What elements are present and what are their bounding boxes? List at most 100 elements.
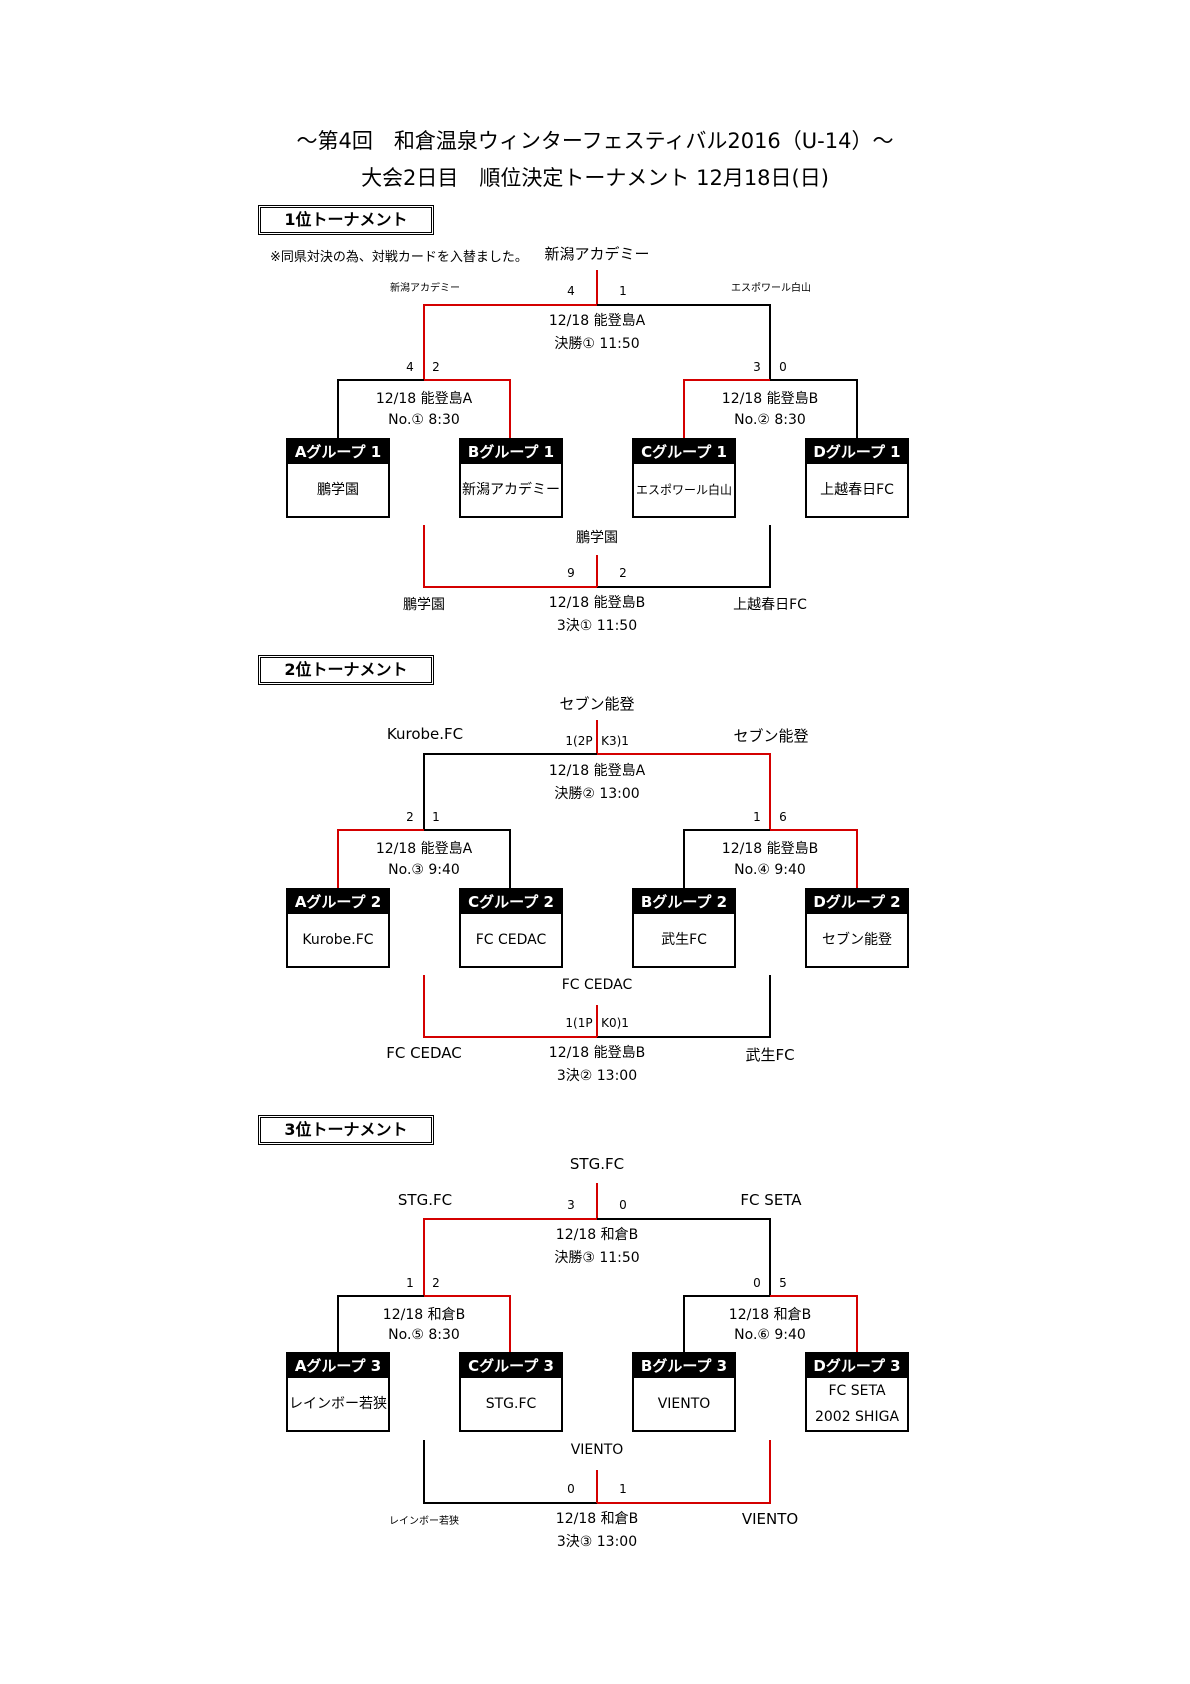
t1-sf1-score-left: 4 [406,360,414,374]
t3-sf2-date-venue: 12/18 和倉B [728,1307,812,1323]
t2-sf1-score-right: 1 [432,810,440,824]
t1-third-score-right: 2 [619,566,627,580]
t1-note: ※同県対決の為、対戦カードを入替ました。 [270,250,528,265]
t2-sf2-score-right: 6 [779,810,787,824]
t3-final-date-venue: 12/18 和倉B [555,1227,639,1243]
t2-sf1-right-line [424,829,511,895]
t1-heading: 1位トーナメント [258,205,434,235]
t3-sf1-left-line [337,1295,424,1359]
t1-sf1-right-line [424,379,511,445]
t1-final-score-left: 4 [567,284,575,298]
group-team-line2: 2002 SHIGA [814,1409,900,1425]
t2-champion: セブン能登 [559,695,635,713]
t3-group-box-a: Aグループ 3位 レインボー若狭 [286,1352,390,1432]
t2-sf2-score-left: 1 [753,810,761,824]
t3-sf1-no-time: No.⑤ 8:30 [388,1327,460,1343]
group-label: Bグループ 1位 [461,440,561,485]
t3-sf2-score-left: 0 [753,1276,761,1290]
t2-final-score: 1(2P [565,734,593,748]
t2-final-right-line [597,753,771,830]
t3-sf2-score-right: 5 [779,1276,787,1290]
t1-final-right-team: エスポワール白山 [731,283,811,294]
group-label: Aグループ 1位 [288,440,388,485]
t3-final-left-team: STG.FC [397,1191,453,1209]
t3-sf1-score-right: 2 [432,1276,440,1290]
t3-group-box-c: Cグループ 3位 STG.FC [459,1352,563,1432]
group-team: STG.FC [485,1396,537,1412]
t1-third-score-left: 9 [567,566,575,580]
t1-third-name-time: 3決① 11:50 [556,618,638,634]
group-team: VIENTO [657,1396,711,1412]
group-label: Dグループ 1位 [807,440,907,485]
t1-third-left-team: 鵬学園 [403,597,445,613]
t1-sf2-date-venue: 12/18 能登島B [721,391,819,407]
t1-third-right-team: 上越春日FC [733,597,807,613]
t1-third-date-venue: 12/18 能登島B [548,595,646,611]
t1-final-score-right: 1 [619,284,627,298]
t2-group-box-b: Bグループ 2位 武生FC [632,888,736,968]
t2-heading: 2位トーナメント [258,655,434,685]
t1-final-left-team: 新潟アカデミー [390,283,460,294]
group-label: Aグループ 2位 [288,890,388,935]
t1-third-right-line [597,525,771,588]
group-label: Cグループ 3位 [461,1354,561,1399]
t3-sf1-right-line [424,1295,511,1359]
t3-third-left-line [423,1440,597,1504]
t3-final-score-right: 0 [619,1198,627,1212]
t3-sf1-score-left: 1 [406,1276,414,1290]
t2-sf1-date-venue: 12/18 能登島A [375,841,473,857]
group-team: レインボー若狭 [289,1396,387,1412]
t1-final-date-venue: 12/18 能登島A [548,313,646,329]
page-title-line1: ～第4回 和倉温泉ウィンターフェスティバル2016（U-14）～ [296,129,894,153]
t2-sf2-date-venue: 12/18 能登島B [721,841,819,857]
t1-group-box-b: Bグループ 1位 新潟アカデミー [459,438,563,518]
t1-final-name-time: 決勝① 11:50 [554,336,640,352]
t1-sf1-date-venue: 12/18 能登島A [375,391,473,407]
t2-final-left-line [423,753,597,830]
group-label: Cグループ 1位 [634,440,734,485]
t3-group-box-d: Dグループ 3位 FC SETA 2002 SHIGA [805,1352,909,1432]
group-team: FC SETA 2002 SHIGA [807,1378,907,1430]
t1-final-right-line [597,304,771,380]
t3-final-score-left: 3 [567,1198,575,1212]
t2-final-right-team: セブン能登 [733,727,809,745]
t2-sf1-left-line [337,829,424,895]
t3-final-name-time: 決勝③ 11:50 [554,1250,640,1266]
t1-sf1-no-time: No.① 8:30 [388,412,460,428]
t3-champion: STG.FC [569,1155,625,1173]
t3-third-right-team: VIENTO [741,1510,799,1528]
group-label: Bグループ 2位 [634,890,734,935]
group-team: 新潟アカデミー [462,482,560,498]
t1-sf2-right-line [770,379,858,445]
t1-group-box-c: Cグループ 1位 エスポワール白山 [632,438,736,518]
t1-sf2-left-line [683,379,770,445]
t2-third-left-team: FC CEDAC [386,1044,462,1062]
group-team: エスポワール白山 [635,483,732,497]
t2-third-left-line [423,975,597,1038]
t2-sf2-left-line [683,829,770,895]
t1-final-left-line [423,304,597,380]
t2-final-date-venue: 12/18 能登島A [548,763,646,779]
t2-sf2-no-time: No.④ 9:40 [734,862,806,878]
group-label: Dグループ 2位 [807,890,907,935]
group-label: Dグループ 3位 [807,1354,907,1399]
t1-third-winner: 鵬学園 [576,530,618,546]
t2-final-left-team: Kurobe.FC [386,725,464,743]
t2-third-name-time: 3決② 13:00 [556,1068,638,1084]
t3-sf2-left-line [683,1295,770,1359]
t3-third-name-time: 3決③ 13:00 [556,1534,638,1550]
t2-third-right-team: 武生FC [745,1046,795,1064]
t3-third-left-team: レインボー若狭 [389,1516,459,1527]
t2-third-score: 1(1P [565,1016,593,1030]
group-team: 鵬学園 [317,482,359,498]
t1-group-box-d: Dグループ 1位 上越春日FC [805,438,909,518]
group-label: Bグループ 3位 [634,1354,734,1399]
page-title-line2: 大会2日目 順位決定トーナメント 12月18日(日) [361,166,829,190]
t1-sf2-score-right: 0 [779,360,787,374]
t3-group-box-b: Bグループ 3位 VIENTO [632,1352,736,1432]
group-team: FC CEDAC [475,932,547,948]
t1-group-box-a: Aグループ 1位 鵬学園 [286,438,390,518]
t2-sf2-right-line [770,829,858,895]
t1-sf2-score-left: 3 [753,360,761,374]
